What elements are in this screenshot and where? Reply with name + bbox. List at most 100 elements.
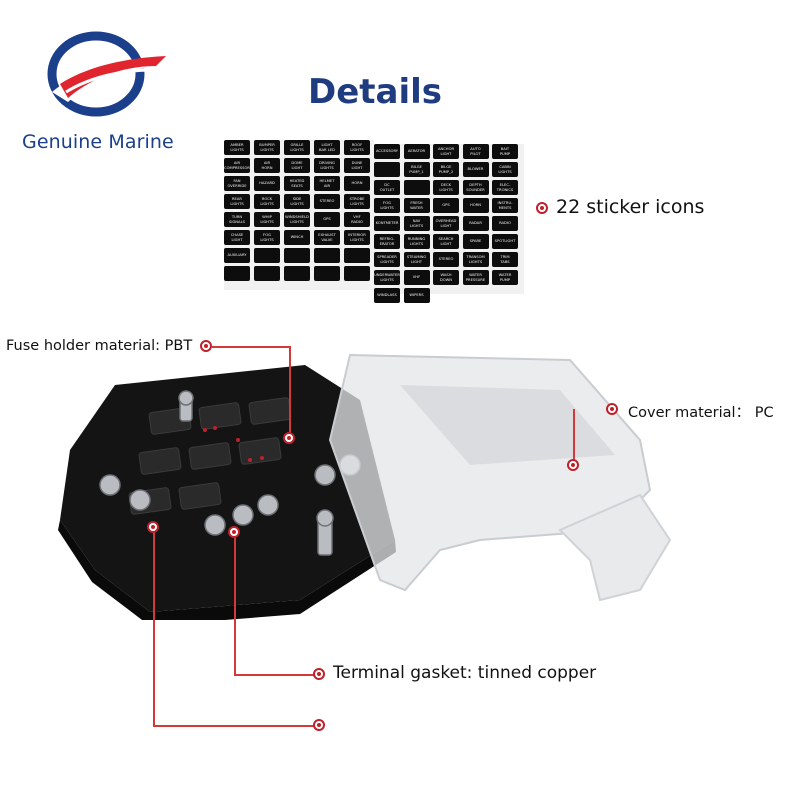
terminal-gasket-label: Terminal gasket: tinned copper bbox=[333, 663, 597, 683]
sticker-label: CHASE LIGHT bbox=[224, 230, 250, 245]
sticker-label: DOME LIGHT bbox=[284, 158, 310, 173]
sticker-label: DC OUTLET bbox=[374, 180, 400, 195]
sticker-label: WATER PUMP bbox=[492, 270, 518, 285]
sticker-label: HORN bbox=[344, 176, 370, 191]
sticker-label bbox=[403, 180, 430, 195]
sticker-label: WASH DOWN bbox=[433, 270, 459, 285]
terminal-callout-dot bbox=[313, 668, 325, 680]
sticker-label: VHF bbox=[403, 270, 430, 285]
sticker-label: LIGHT BAR LED bbox=[314, 140, 340, 155]
fuse-holder-line-v bbox=[289, 346, 291, 438]
sticker-label: DEPTH SOUNDER bbox=[462, 180, 489, 195]
sticker-label: WINDLASS bbox=[374, 288, 400, 303]
sticker-label: EXHAUST VALVE bbox=[314, 230, 340, 245]
terminal-target-dot bbox=[228, 526, 240, 538]
sticker-label bbox=[344, 248, 370, 263]
sticker-label bbox=[254, 248, 280, 263]
sticker-label: ROOF LIGHTS bbox=[344, 140, 370, 155]
sticker-label: BLOWER bbox=[462, 162, 489, 177]
cover-line bbox=[573, 409, 575, 465]
sticker-label: CABIN LIGHTS bbox=[492, 162, 518, 177]
sticker-label: WIPERS bbox=[403, 288, 430, 303]
sticker-sheet-left: AMBER LIGHTS BUMPER LIGHTS GRILLE LIGHTS LI… bbox=[224, 140, 374, 290]
page-title: Details bbox=[307, 72, 443, 112]
sticker-label: GPS bbox=[314, 212, 340, 227]
sticker-label: RUNNING LIGHTS bbox=[403, 234, 430, 249]
sticker-label: ANCHOR LIGHT bbox=[433, 144, 459, 159]
sticker-label: HELMET AIR bbox=[314, 176, 340, 191]
fuse-box-illustration bbox=[58, 353, 672, 620]
sticker-label: SPREADER LIGHTS bbox=[374, 252, 400, 267]
bottom-line-h bbox=[153, 725, 315, 727]
sticker-label bbox=[374, 162, 400, 177]
sticker-label: FRESH WATER bbox=[403, 198, 430, 213]
sticker-label: STEAMING LIGHT bbox=[403, 252, 430, 267]
sticker-label bbox=[284, 248, 310, 263]
sticker-label: WATER PRESSURE bbox=[462, 270, 489, 285]
sticker-label: HORN bbox=[462, 198, 489, 213]
cover-target-dot bbox=[567, 459, 579, 471]
sticker-callout-dot bbox=[536, 202, 548, 214]
sticker-label: INTERIOR LIGHTS bbox=[344, 230, 370, 245]
sticker-label: SEARCH LIGHT bbox=[433, 234, 459, 249]
sticker-label: ACCESSORY bbox=[374, 144, 400, 159]
sticker-label: FOG LIGHTS bbox=[254, 230, 280, 245]
bottom-callout-dot bbox=[313, 719, 325, 731]
sticker-label: KONTMETER bbox=[374, 216, 400, 231]
sticker-label: STROBE LIGHTS bbox=[344, 194, 370, 209]
sticker-label: NAV LIGHTS bbox=[403, 216, 430, 231]
sticker-count-label: 22 sticker icons bbox=[556, 196, 705, 218]
sticker-label: AMBER LIGHTS bbox=[224, 140, 250, 155]
sticker-label: ROCK LIGHTS bbox=[254, 194, 280, 209]
brand-logo bbox=[38, 22, 168, 122]
sticker-label: AIR HORN bbox=[254, 158, 280, 173]
sticker-label: TRIM TABS bbox=[492, 252, 518, 267]
sticker-label: BILGE PUMP_1 bbox=[403, 162, 430, 177]
sticker-label: BILGE PUMP_2 bbox=[433, 162, 459, 177]
brand-name: Genuine Marine bbox=[22, 131, 174, 153]
sticker-label: UNDERWATER LIGHTS bbox=[374, 270, 400, 285]
sticker-label: SPARE bbox=[462, 234, 489, 249]
cover-callout-dot bbox=[606, 403, 618, 415]
fuse-holder-target-dot bbox=[283, 432, 295, 444]
fuse-box-body bbox=[60, 365, 395, 612]
sticker-label: SPOTLIGHT bbox=[492, 234, 518, 249]
terminal-line-v bbox=[234, 532, 236, 675]
sticker-label: REFRIG- ERATOR bbox=[374, 234, 400, 249]
sticker-label: INSTRU- MENTS bbox=[492, 198, 518, 213]
sticker-label: FAN OVERRIDE bbox=[224, 176, 250, 191]
sticker-label bbox=[314, 248, 340, 263]
sticker-label: AERATOR bbox=[403, 144, 430, 159]
cover-material-label: Cover material： PC bbox=[628, 405, 774, 421]
sticker-label: TRANSOM LIGHTS bbox=[462, 252, 489, 267]
sticker-label: RADAR bbox=[462, 216, 489, 231]
sticker-label: STEREO bbox=[314, 194, 340, 209]
sticker-label: GRILLE LIGHTS bbox=[284, 140, 310, 155]
sticker-label bbox=[314, 266, 340, 281]
bottom-target-dot bbox=[147, 521, 159, 533]
sticker-label: REAR LIGHTS bbox=[224, 194, 250, 209]
sticker-label: STEREO bbox=[433, 252, 459, 267]
sticker-label: WINDSHIELD LIGHTS bbox=[284, 212, 310, 227]
sticker-label bbox=[224, 266, 250, 281]
sticker-label: WINCH bbox=[284, 230, 310, 245]
sticker-label: AUXILIARY bbox=[224, 248, 250, 263]
sticker-label: FOG LIGHTS bbox=[374, 198, 400, 213]
sticker-label: SIDE LIGHTS bbox=[284, 194, 310, 209]
sticker-label bbox=[284, 266, 310, 281]
bottom-line-v bbox=[153, 527, 155, 726]
sticker-label: BUMPER LIGHTS bbox=[254, 140, 280, 155]
sticker-label bbox=[344, 266, 370, 281]
boat-emblem-icon bbox=[47, 31, 166, 117]
sticker-label: BAIT PUMP bbox=[492, 144, 518, 159]
sticker-label: OVERHEAD LIGHT bbox=[433, 216, 459, 231]
sticker-label: RADIO bbox=[492, 216, 518, 231]
sticker-label: DRIVING LIGHTS bbox=[314, 158, 340, 173]
sticker-label: VHF RADIO bbox=[344, 212, 370, 227]
sticker-label: WHIP LIGHTS bbox=[254, 212, 280, 227]
sticker-label: HEATED SEATS bbox=[284, 176, 310, 191]
sticker-label: TURN SIGNALS bbox=[224, 212, 250, 227]
sticker-label: ELEC- TRONICS bbox=[492, 180, 518, 195]
fuse-holder-label: Fuse holder material: PBT bbox=[6, 338, 193, 354]
